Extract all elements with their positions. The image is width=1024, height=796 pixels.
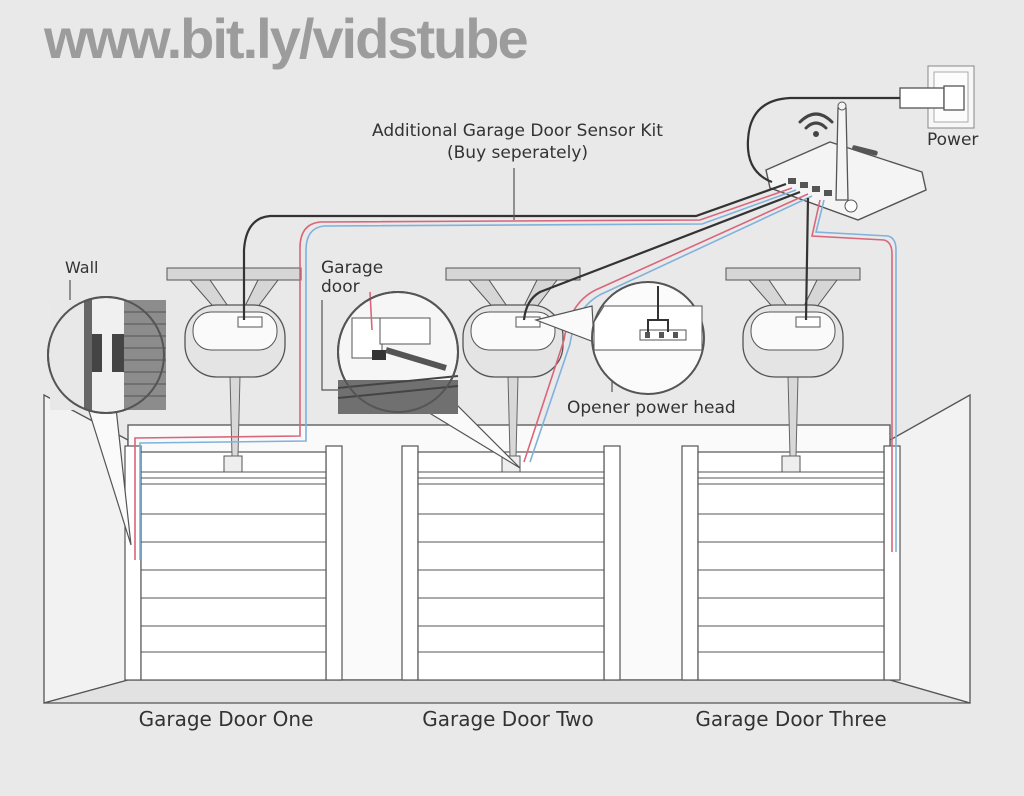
watermark-text: www.bit.ly/vidstube [44,7,529,70]
power-label: Power [927,130,979,150]
door-caption-three: Garage Door Three [695,707,887,731]
garage-door-one [124,445,343,681]
wall-label: Wall [65,258,99,277]
sensor-kit-label: Additional Garage Door Sensor Kit [372,121,663,141]
door-sensor-detail-callout [337,291,459,414]
smart-hub [765,101,927,221]
garage-door-label-line2: door [321,277,360,297]
opener-detail-callout [591,281,705,395]
garage-door-label: Garage [321,258,384,278]
sensor-wire-door-three [804,197,897,552]
wall-detail-callout [47,296,166,414]
sensor-wire-door-one [134,182,797,560]
opener-power-head-label: Opener power head [567,398,736,418]
wifi-icon [798,112,834,137]
opener-three [725,267,861,457]
power-cable [746,96,900,184]
callout-leaders [69,168,613,546]
opener-one [166,267,302,457]
sensor-kit-note: (Buy seperately) [447,143,589,163]
antenna-icon [835,101,849,201]
door-caption-one: Garage Door One [138,707,314,731]
power-adapter-icon [899,65,975,129]
garage-door-two [401,445,621,681]
garage-door-three [681,445,901,681]
door-caption-two: Garage Door Two [422,707,594,731]
